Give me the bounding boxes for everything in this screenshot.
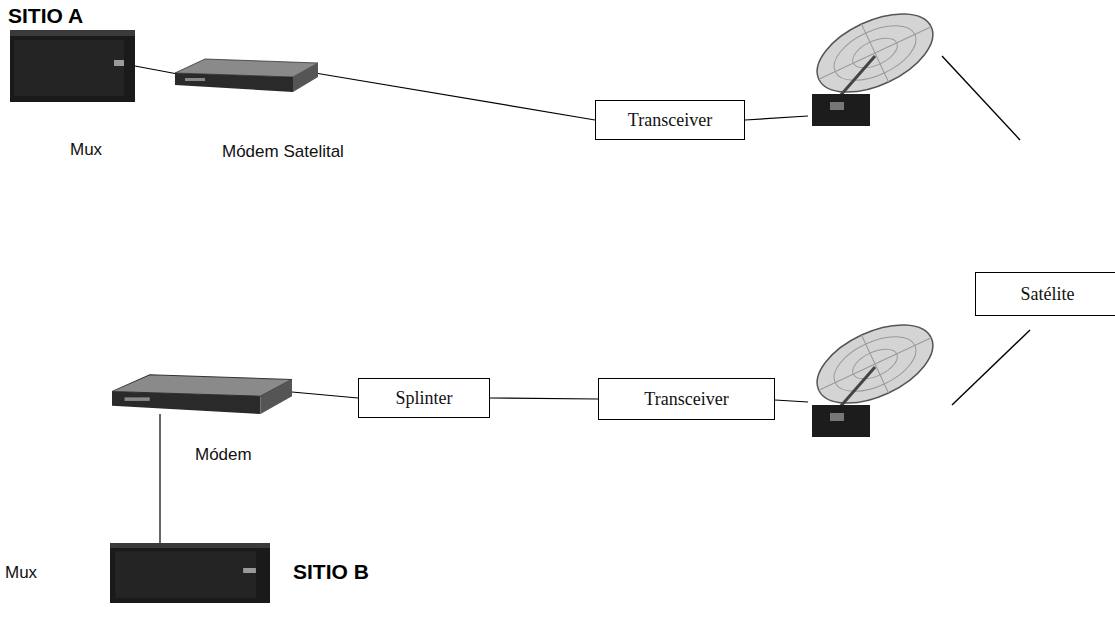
wire [745, 116, 808, 120]
downlink-line [952, 330, 1030, 405]
device-label: Mux [70, 140, 102, 160]
box-label: Transceiver [628, 110, 712, 131]
connector [490, 398, 598, 399]
mux-device [110, 543, 270, 603]
box-label: Transceiver [644, 389, 728, 410]
mux-device: Mux [10, 30, 135, 102]
process-box: Splinter [358, 378, 490, 418]
modem-device [175, 55, 318, 92]
satellite-dish [800, 8, 940, 128]
wire [775, 400, 808, 402]
site-label: SITIO B [293, 560, 369, 584]
modem-device: Módem Satelital [175, 55, 318, 92]
site-label: SITIO A [8, 4, 83, 28]
connector [159, 414, 160, 543]
mux-device: Mux [110, 543, 270, 603]
mux-device [10, 30, 135, 102]
device-label: Mux [5, 563, 37, 583]
connector [318, 74, 595, 121]
connector [292, 392, 358, 398]
satellite-dish [800, 318, 940, 440]
device-label: Módem [195, 445, 252, 465]
process-box: Transceiver [598, 378, 775, 420]
box-label: Splinter [396, 388, 453, 409]
modem-device [112, 370, 292, 414]
modem-device: Módem [112, 370, 292, 414]
device-label: Módem Satelital [222, 142, 344, 162]
process-box: Transceiver [595, 100, 745, 140]
connector [135, 66, 175, 74]
uplink-line [942, 56, 1020, 140]
box-label: Satélite [1021, 284, 1075, 305]
process-box: Satélite [975, 272, 1115, 316]
